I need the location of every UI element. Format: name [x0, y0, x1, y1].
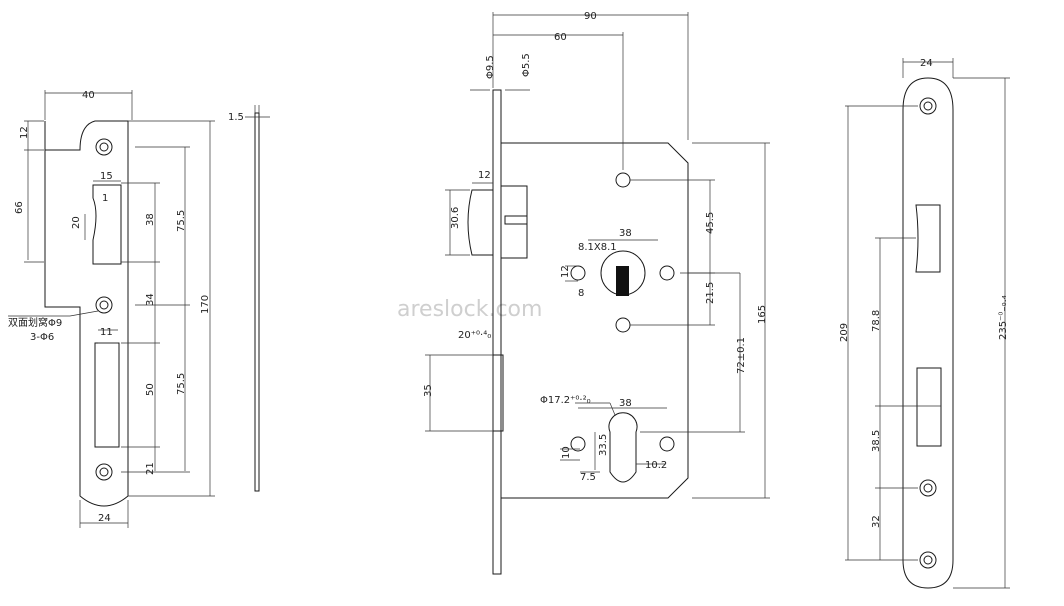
dim-hole-12-left: 12 [560, 265, 571, 278]
forend-plate [492, 89, 502, 575]
face-latch-opening [915, 204, 941, 273]
face-hole-middle-inner [923, 483, 933, 493]
dim-strike-21: 21 [145, 462, 156, 475]
dim-lock-width-90: 90 [584, 11, 597, 22]
latch-slot [92, 184, 122, 265]
cylinder-hole-left [570, 436, 586, 452]
face-hole-bottom [919, 551, 937, 569]
dim-face-209: 209 [839, 323, 850, 342]
watermark-text: areslock.com [397, 297, 542, 322]
dim-face-78-8: 78.8 [871, 310, 882, 332]
dim-strike-top-offset: 12 [19, 126, 30, 139]
bolt-slot [94, 342, 120, 448]
dim-cylinder-7-5: 7.5 [580, 472, 596, 483]
face-plate-view: 24 209 78.8 38.5 32 235⁻⁰₋₀.₄ [839, 58, 1010, 589]
strike-plate-side-view: 1.5 [228, 105, 270, 492]
dim-face-235: 235⁻⁰₋₀.₄ [998, 295, 1009, 340]
dim-bolt-35: 35 [423, 384, 434, 397]
dim-strike-width-bottom: 24 [98, 513, 111, 524]
dim-slot-width: 15 [100, 171, 113, 182]
dim-square-8-1: 8.1X8.1 [578, 242, 617, 253]
dim-strike-75-5-bottom: 75.5 [176, 373, 187, 395]
dim-cylinder-33-5: 33.5 [598, 434, 609, 456]
note-holes: 3-Φ6 [30, 332, 54, 343]
lock-case-outline [500, 142, 689, 499]
dim-strike-height-66: 66 [14, 201, 25, 214]
dim-strike-50: 50 [145, 383, 156, 396]
note-countersink: 双面划窝Φ9 [8, 316, 62, 329]
dim-latch-12: 12 [478, 170, 491, 181]
face-plate-outline [902, 77, 954, 589]
side-plate-outline [254, 112, 260, 492]
screw-hole-bottom-inner [99, 467, 109, 477]
dim-slot-depth: 1 [102, 193, 108, 204]
cylinder-hole-right [659, 436, 675, 452]
fixing-hole-upper [615, 172, 631, 188]
dim-face-38-5: 38.5 [871, 430, 882, 452]
dim-165: 165 [757, 305, 768, 324]
dim-cylinder-10-2: 10.2 [645, 460, 667, 471]
dim-strike-34: 34 [145, 293, 156, 306]
fixing-hole-right [659, 265, 675, 281]
face-hole-bottom-inner [923, 555, 933, 565]
screw-hole-bottom [95, 463, 113, 481]
dim-strike-11: 11 [100, 327, 113, 338]
dim-strike-38: 38 [145, 213, 156, 226]
dim-lock-backset-60: 60 [554, 32, 567, 43]
dim-pin-5-5: Φ5.5 [521, 53, 532, 77]
strike-plate-outline [44, 120, 129, 507]
face-hole-middle [919, 479, 937, 497]
dim-21-5: 21.5 [705, 282, 716, 304]
fixing-hole-lower [615, 317, 631, 333]
dim-45-5: 45.5 [705, 212, 716, 234]
face-hole-top-inner [923, 101, 933, 111]
fixing-hole-left [570, 265, 586, 281]
deadbolt [492, 354, 504, 432]
screw-hole-top [95, 138, 113, 156]
dim-strike-width-top: 40 [82, 90, 95, 101]
cylinder-profile [608, 412, 638, 483]
dim-pin-9-5: Φ9.5 [485, 55, 496, 79]
dim-slot-height: 20 [71, 216, 82, 229]
dim-cylinder-10: 10 [561, 446, 572, 459]
dim-side-thickness: 1.5 [228, 112, 244, 123]
spindle-square [616, 266, 629, 296]
face-hole-top [919, 97, 937, 115]
screw-hole-middle [95, 296, 113, 314]
screw-hole-top-inner [99, 142, 109, 152]
dim-cylinder-38: 38 [619, 398, 632, 409]
dim-spindle-38: 38 [619, 228, 632, 239]
screw-hole-middle-inner [99, 300, 109, 310]
dim-cylinder-diameter: Φ17.2⁺⁰·²₀ [540, 395, 591, 406]
dim-face-32: 32 [871, 515, 882, 528]
dim-hole-8-left: 8 [578, 288, 584, 299]
dim-bolt-20: 20⁺⁰·⁴₀ [458, 330, 491, 341]
dim-strike-75-5-top: 75.5 [176, 210, 187, 232]
dim-latch-30-6: 30.6 [450, 207, 461, 229]
latch-bolt [467, 189, 494, 256]
face-bolt-opening [916, 367, 942, 447]
dim-center-72: 72±0.1 [736, 337, 747, 374]
dim-face-width-24: 24 [920, 58, 933, 69]
dim-strike-height-170: 170 [200, 295, 211, 314]
latch-spring [504, 215, 528, 225]
lock-body-view: 90 60 Φ9.5 Φ5.5 12 30.6 38 8.1X8.1 12 8 … [423, 11, 770, 575]
strike-plate-view: 40 12 66 15 1 20 38 75.5 34 11 50 75.5 2… [8, 90, 215, 528]
